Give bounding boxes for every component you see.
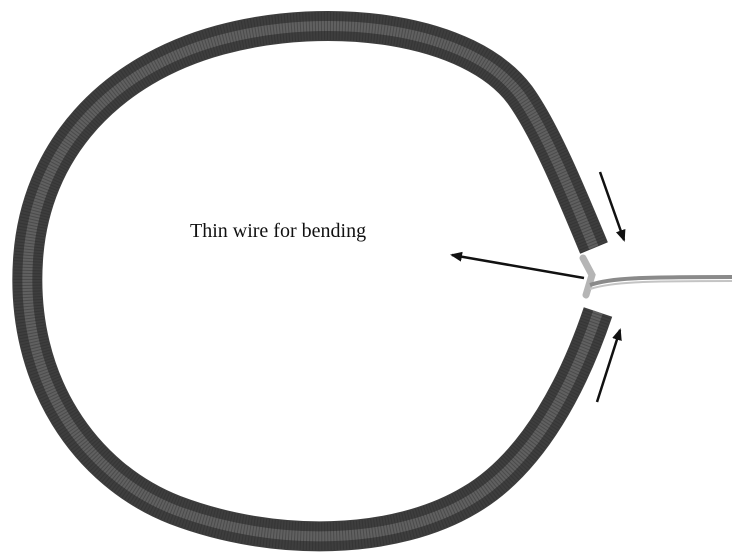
annotation-arrow <box>452 255 584 278</box>
annotation-label: Thin wire for bending <box>190 220 366 243</box>
thin-wire <box>583 258 732 295</box>
coil-ring <box>27 26 598 536</box>
compression-arrow-top <box>600 172 624 240</box>
